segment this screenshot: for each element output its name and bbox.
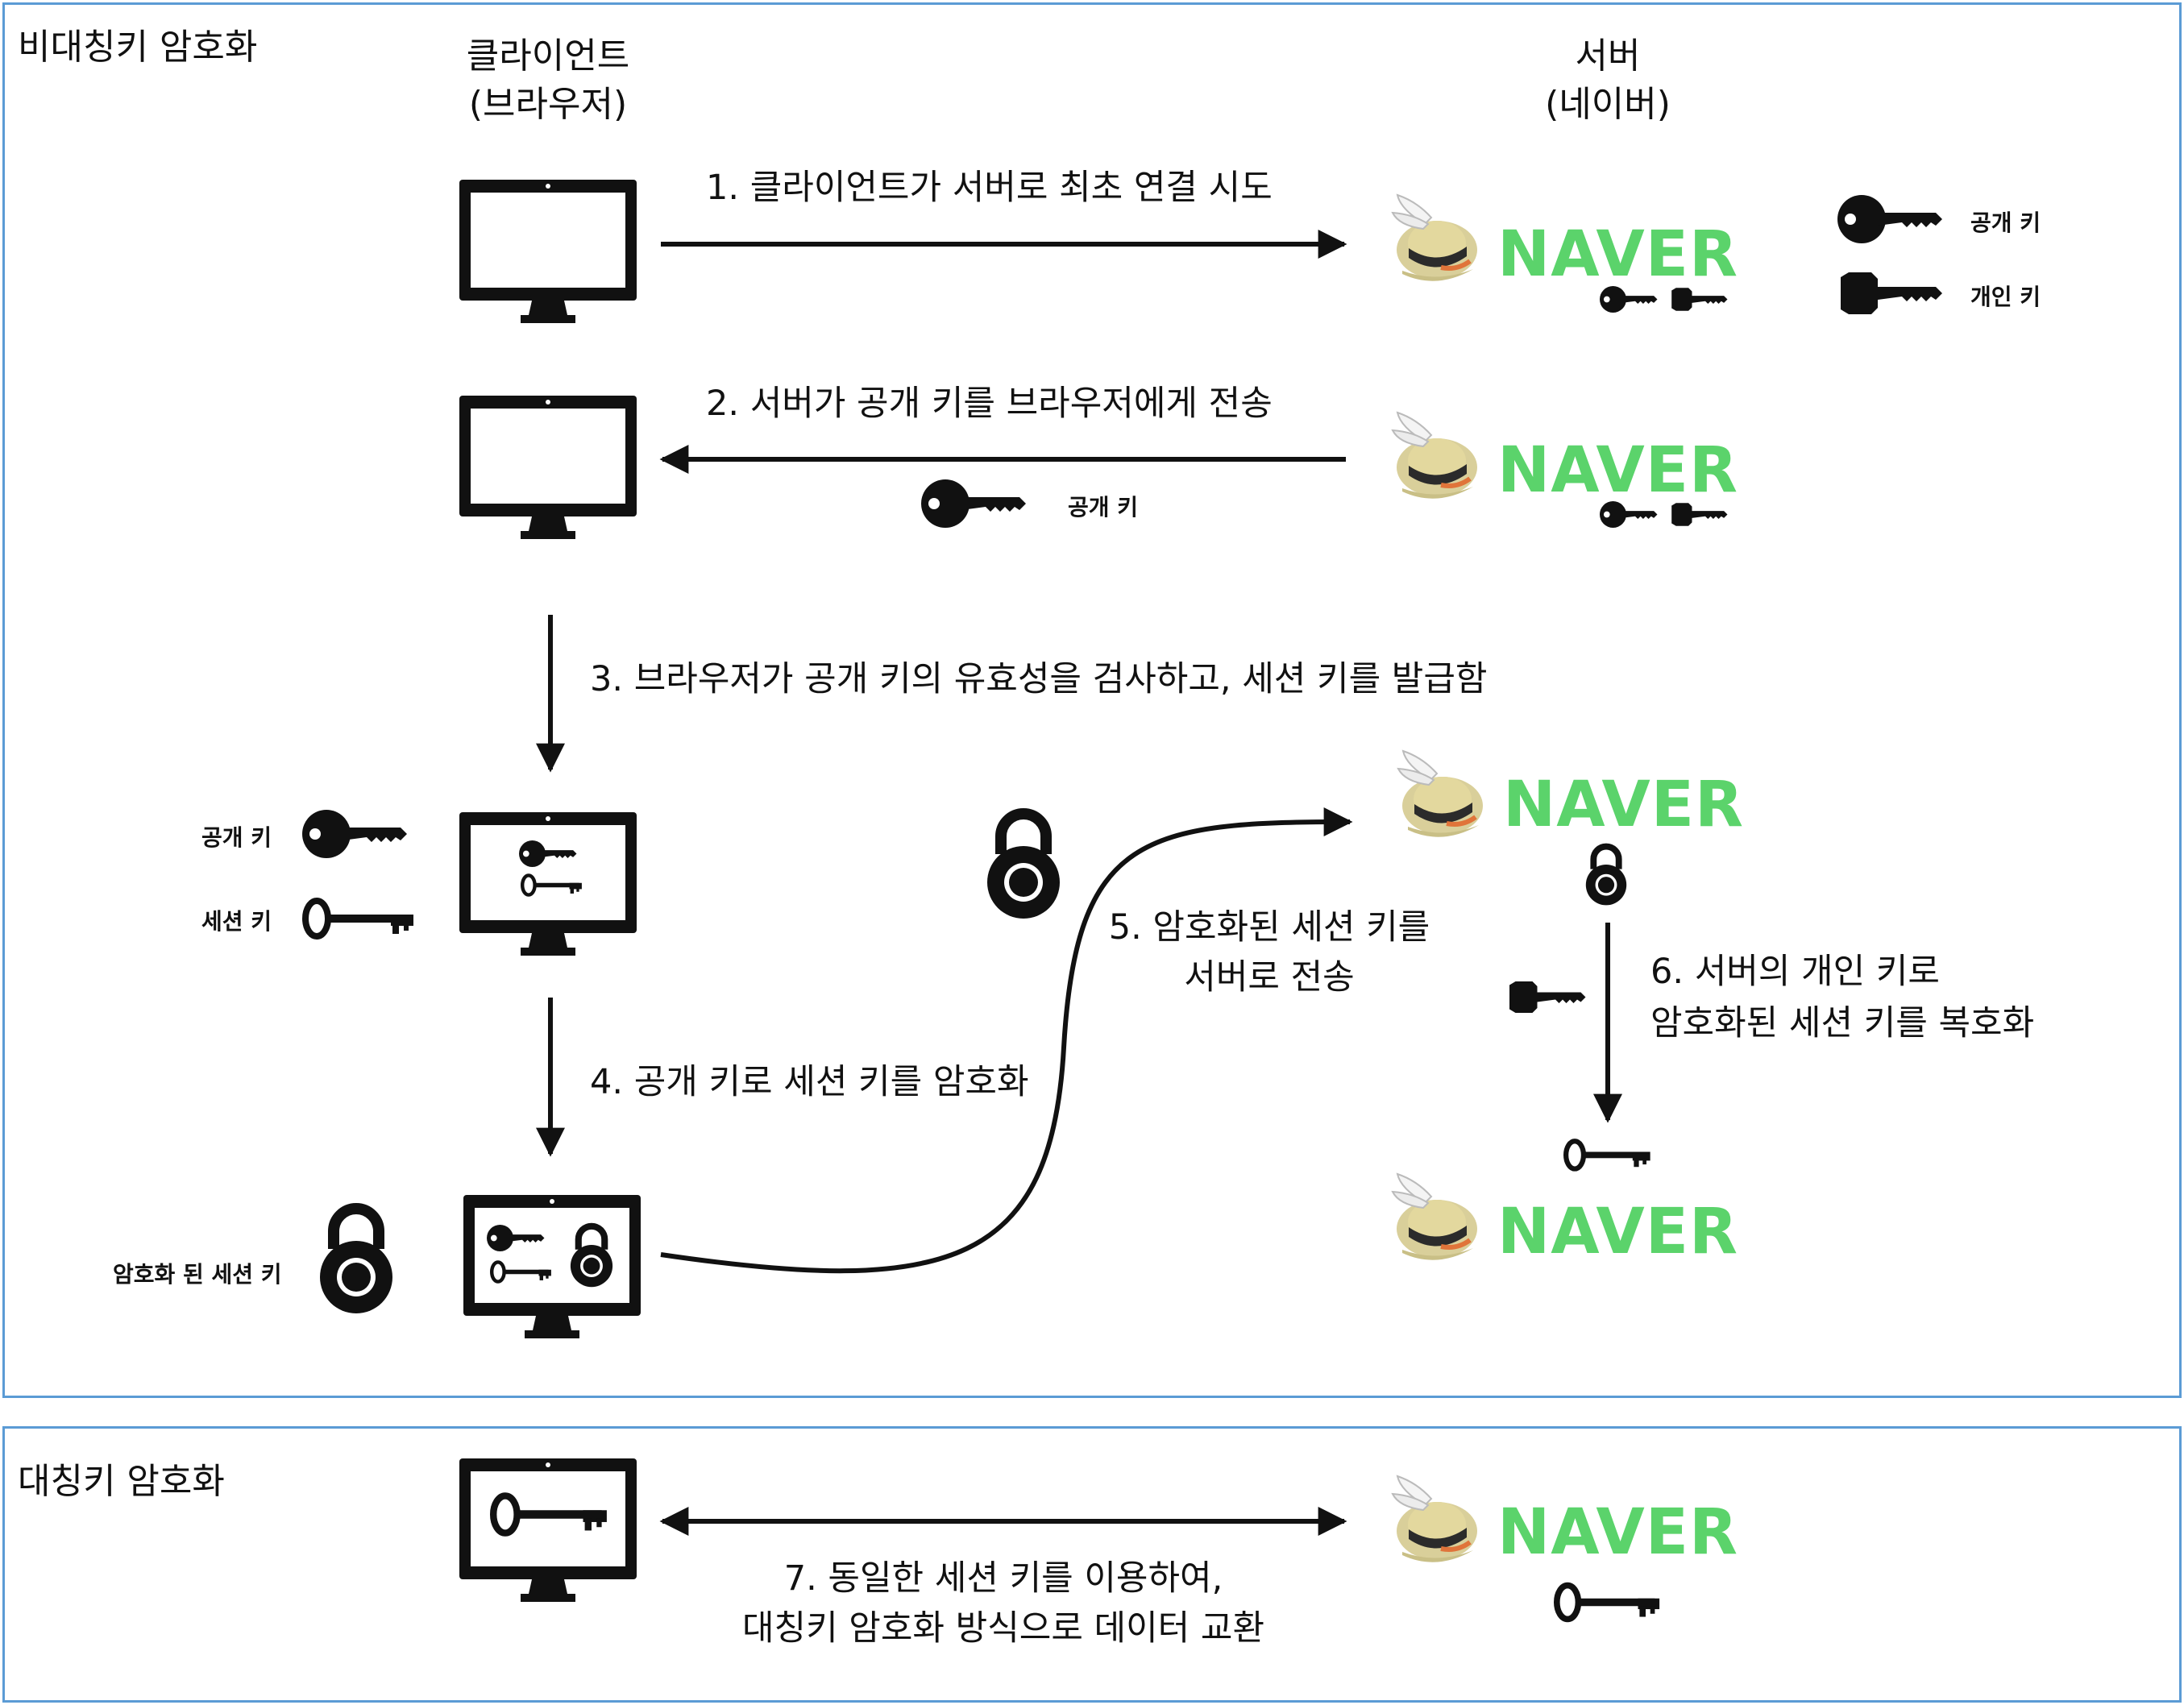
svg-text:NAVER: NAVER [1503, 769, 1744, 841]
public-key-icon [302, 810, 407, 858]
step7-line1: 7. 동일한 세션 키를 이용하여, [783, 1558, 1223, 1599]
client-monitor-5 [459, 1458, 637, 1602]
step5-line1: 5. 암호화된 세션 키를 [1108, 907, 1430, 948]
client-header: 클라이언트 (브라우저) [451, 32, 645, 129]
step1-label: 1. 클라이언트가 서버로 최초 연결 시도 [706, 168, 1273, 208]
legend-public-key-icon [1837, 195, 1942, 243]
server-subtitle: (네이버) [1545, 84, 1671, 125]
step2-label: 2. 서버가 공개 키를 브라우저에게 전송 [706, 384, 1273, 424]
symmetric-panel [2, 1426, 2182, 1703]
svg-text:NAVER: NAVER [1497, 218, 1738, 291]
step5-label: 5. 암호화된 세션 키를 서버로 전송 [1080, 902, 1459, 1002]
step6-label: 6. 서버의 개인 키로 암호화된 세션 키를 복호화 [1650, 946, 2034, 1049]
padlock-icon [320, 1209, 392, 1313]
client-monitor-1 [459, 180, 637, 323]
section-title-symmetric: 대칭키 암호화 [18, 1461, 225, 1502]
client-session-key-label: 세션 키 [201, 908, 272, 935]
step6-line2: 암호화된 세션 키를 복호화 [1650, 1003, 2035, 1043]
client-public-key-label: 공개 키 [201, 824, 272, 851]
private-key-icon [1671, 288, 1728, 311]
naver-logo-1: NAVER [1393, 195, 1738, 291]
server-header: 서버 (네이버) [1511, 32, 1704, 129]
private-key-icon [1509, 981, 1586, 1013]
legend-private-key-label: 개인 키 [1970, 284, 2041, 310]
client-subtitle: (브라우저) [468, 84, 628, 125]
step4-label: 4. 공개 키로 세션 키를 암호화 [590, 1062, 1029, 1102]
step7-label: 7. 동일한 세션 키를 이용하여, 대칭키 암호화 방식으로 데이터 교환 [701, 1554, 1306, 1653]
client-title: 클라이언트 [466, 35, 630, 77]
step5-line2: 서버로 전송 [1184, 957, 1355, 998]
svg-text:NAVER: NAVER [1497, 434, 1738, 507]
step6-line1: 6. 서버의 개인 키로 [1650, 952, 1940, 992]
step3-label: 3. 브라우저가 공개 키의 유효성을 검사하고, 세션 키를 발급함 [590, 659, 1488, 699]
server-title: 서버 [1575, 35, 1641, 77]
svg-text:NAVER: NAVER [1497, 1196, 1738, 1268]
step7-line2: 대칭키 암호화 방식으로 데이터 교환 [741, 1608, 1265, 1649]
client-monitor-4 [463, 1195, 641, 1338]
naver-logo-4: NAVER [1393, 1174, 1738, 1268]
client-monitor-2 [459, 396, 637, 539]
asymmetric-panel [2, 2, 2182, 1398]
section-title-asymmetric: 비대칭키 암호화 [18, 27, 258, 68]
naver-logo-3: NAVER [1398, 751, 1744, 841]
legend-private-key-icon [1841, 272, 1942, 314]
arrow-step5 [660, 807, 1353, 1274]
naver-logo-5: NAVER [1393, 1476, 1738, 1569]
session-key-icon [305, 901, 413, 936]
public-key-icon [921, 479, 1026, 528]
legend-public-key-label: 공개 키 [1970, 209, 2041, 236]
sent-public-key-label: 공개 키 [1068, 494, 1139, 521]
padlock-icon [1586, 847, 1626, 906]
naver-logo-2: NAVER [1393, 413, 1738, 507]
session-key-icon [1566, 1141, 1650, 1168]
padlock-icon [987, 814, 1060, 919]
svg-text:NAVER: NAVER [1497, 1496, 1738, 1569]
encrypted-session-key-label: 암호화 된 세션 키 [113, 1261, 282, 1288]
session-key-icon [1557, 1586, 1659, 1620]
